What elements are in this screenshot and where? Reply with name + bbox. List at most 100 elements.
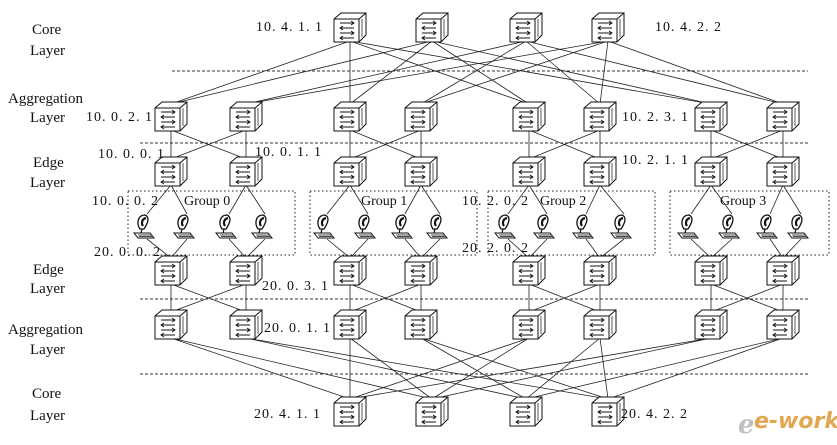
aggregation-switch-icon xyxy=(766,309,800,340)
layer-label-top-core-2: Layer xyxy=(30,43,65,59)
aggregation-switch-icon xyxy=(333,101,367,132)
group-label-2: Group 2 xyxy=(540,194,586,209)
host-computer-icon xyxy=(312,213,336,240)
layer-labels: Core Layer Aggregation Layer Edge Layer … xyxy=(8,22,83,424)
host-computer-icon xyxy=(132,213,156,240)
link-host-bottom-edge xyxy=(528,238,548,259)
link-bottom-aggregation-core xyxy=(599,337,609,400)
link-top-edge-host xyxy=(507,184,530,215)
core-switch-icon xyxy=(415,12,449,43)
ip-label-host-b: 10. 2. 0. 2 xyxy=(462,194,529,209)
link-top-aggregation-edge xyxy=(710,129,784,160)
aggregation-switch-icon xyxy=(229,309,263,340)
link-top-core-aggregation xyxy=(245,40,527,105)
link-bottom-aggregation-core xyxy=(349,337,712,400)
host-computer-icon xyxy=(571,213,595,240)
aggregation-switch-icon xyxy=(404,309,438,340)
group-labels: Group 0 Group 1 Group 2 Group 3 xyxy=(184,194,766,209)
host-computer-icon xyxy=(676,213,700,240)
link-top-core-aggregation xyxy=(431,40,530,105)
host-computer-icon xyxy=(353,213,377,240)
link-top-core-aggregation xyxy=(599,40,609,105)
aggregation-switch-icon xyxy=(583,309,617,340)
link-top-edge-host xyxy=(228,184,247,215)
link-bottom-aggregation-core xyxy=(245,337,527,400)
link-top-core-aggregation xyxy=(525,40,784,105)
edge-switch-icon xyxy=(404,255,438,286)
link-bottom-aggregation-core xyxy=(349,337,530,400)
link-host-bottom-edge xyxy=(404,238,422,259)
edge-switch-icon xyxy=(404,156,438,187)
link-host-bottom-edge xyxy=(599,238,625,259)
aggregation-switch-icon xyxy=(583,101,617,132)
link-bottom-aggregation-core xyxy=(170,337,351,400)
link-bottom-aggregation-edge xyxy=(528,283,601,313)
edge-switch-icon xyxy=(229,255,263,286)
host-computer-icon xyxy=(172,213,196,240)
layer-label-bottom-edge-1: Edge xyxy=(33,262,64,278)
layer-label-bottom-aggregation-1: Aggregation xyxy=(8,322,83,338)
link-top-edge-host xyxy=(710,184,733,215)
link-top-edge-host xyxy=(420,184,441,215)
edge-switch-icon xyxy=(154,255,188,286)
aggregation-switch-icon xyxy=(154,309,188,340)
edge-switch-icon xyxy=(512,156,546,187)
host-computer-icon xyxy=(532,213,556,240)
link-top-aggregation-edge xyxy=(170,129,247,160)
link-bottom-aggregation-core xyxy=(349,337,433,400)
host-computer-icon xyxy=(425,213,449,240)
link-top-edge-host xyxy=(146,184,172,215)
layer-label-bottom-edge-2: Layer xyxy=(30,281,65,297)
host-computer-icon xyxy=(214,213,238,240)
layer-dividers xyxy=(140,70,808,375)
ip-label-bottom-core-last: 20. 4. 2. 2 xyxy=(621,407,688,422)
aggregation-switch-icon xyxy=(404,101,438,132)
edge-switch-icon xyxy=(766,255,800,286)
layer-label-top-edge-2: Layer xyxy=(30,175,65,191)
link-host-bottom-edge xyxy=(769,238,784,259)
edge-switch-icon xyxy=(229,156,263,187)
network-links xyxy=(146,40,802,400)
link-top-core-aggregation xyxy=(607,40,784,105)
core-switch-icon xyxy=(333,12,367,43)
edge-switch-icon xyxy=(766,156,800,187)
aggregation-switch-icon xyxy=(694,101,728,132)
link-host-bottom-edge xyxy=(326,238,351,259)
link-host-bottom-edge xyxy=(782,238,802,259)
aggregation-switch-icon xyxy=(154,101,188,132)
link-bottom-aggregation-core xyxy=(525,337,601,400)
ip-label-edge-a: 10. 0. 0. 1 xyxy=(98,147,165,162)
watermark-text: e-works xyxy=(754,409,837,434)
host-computer-icon xyxy=(609,213,633,240)
ip-label-host-c: 20. 0. 0. 2 xyxy=(94,245,161,260)
edge-switch-icon xyxy=(333,255,367,286)
link-top-edge-host xyxy=(599,184,625,215)
edge-switch-icon xyxy=(694,255,728,286)
network-nodes xyxy=(132,12,810,427)
core-switch-icon xyxy=(333,396,367,427)
core-switch-icon xyxy=(591,12,625,43)
link-bottom-aggregation-core xyxy=(420,337,609,400)
ip-label-top-core-last: 10. 4. 2. 2 xyxy=(655,20,722,35)
ip-label-bottom-edge: 20. 0. 3. 1 xyxy=(262,279,329,294)
aggregation-switch-icon xyxy=(229,101,263,132)
link-top-edge-host xyxy=(349,184,369,215)
link-top-core-aggregation xyxy=(170,40,351,105)
link-top-edge-host xyxy=(690,184,712,215)
layer-label-bottom-aggregation-2: Layer xyxy=(30,342,65,358)
link-top-edge-host xyxy=(585,184,601,215)
link-top-edge-host xyxy=(528,184,548,215)
edge-switch-icon xyxy=(694,156,728,187)
layer-label-top-aggregation-2: Layer xyxy=(30,110,65,126)
layer-label-top-aggregation-1: Aggregation xyxy=(8,91,83,107)
link-bottom-aggregation-core xyxy=(170,337,433,400)
link-top-aggregation-edge xyxy=(528,129,601,160)
edge-switch-icon xyxy=(583,156,617,187)
edge-switch-icon xyxy=(512,255,546,286)
host-computer-icon xyxy=(390,213,414,240)
ip-label-host-a: 10. 0. 0. 2 xyxy=(92,194,159,209)
aggregation-switch-icon xyxy=(512,101,546,132)
ip-label-edge-c: 10. 2. 1. 1 xyxy=(622,153,689,168)
link-bottom-aggregation-core xyxy=(607,337,784,400)
edge-switch-icon xyxy=(333,156,367,187)
